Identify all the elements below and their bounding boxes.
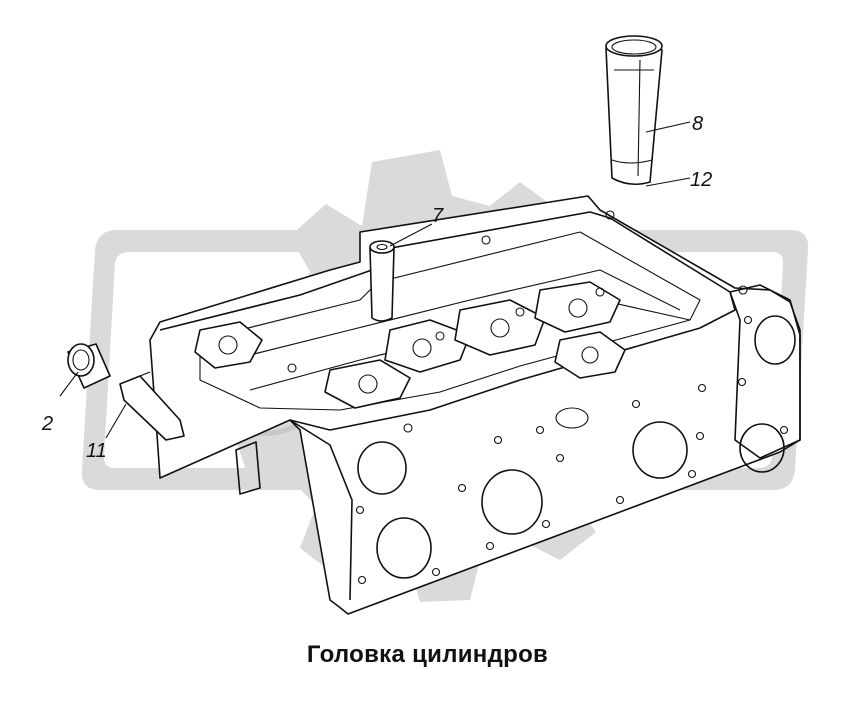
callout-12: 12 bbox=[690, 169, 712, 191]
front-face-holes bbox=[355, 315, 796, 585]
head-front-edge bbox=[289, 419, 353, 601]
leader-7 bbox=[389, 223, 433, 247]
rocker-details bbox=[194, 210, 748, 433]
leader-12 bbox=[645, 177, 691, 187]
callout-2: 2 bbox=[41, 413, 53, 435]
callout-8: 8 bbox=[692, 113, 703, 135]
leader-lines bbox=[59, 121, 691, 439]
head-outer-shell bbox=[149, 195, 801, 615]
part-tube bbox=[605, 35, 663, 186]
part-pin bbox=[369, 240, 395, 322]
diagram-caption: Головка цилиндров bbox=[306, 641, 549, 668]
callouts: 2 11 7 8 12 bbox=[41, 113, 712, 462]
cylinder-head-body bbox=[149, 195, 801, 615]
leader-2 bbox=[59, 371, 79, 397]
head-inner-rib bbox=[229, 269, 681, 361]
leader-8 bbox=[645, 121, 691, 133]
leader-11 bbox=[105, 403, 127, 439]
callout-7: 7 bbox=[432, 205, 444, 227]
callout-11: 11 bbox=[86, 440, 107, 462]
part-plug bbox=[67, 343, 111, 389]
part-sleeve bbox=[119, 371, 185, 441]
side-plate bbox=[235, 441, 261, 495]
head-end-face bbox=[729, 284, 801, 459]
